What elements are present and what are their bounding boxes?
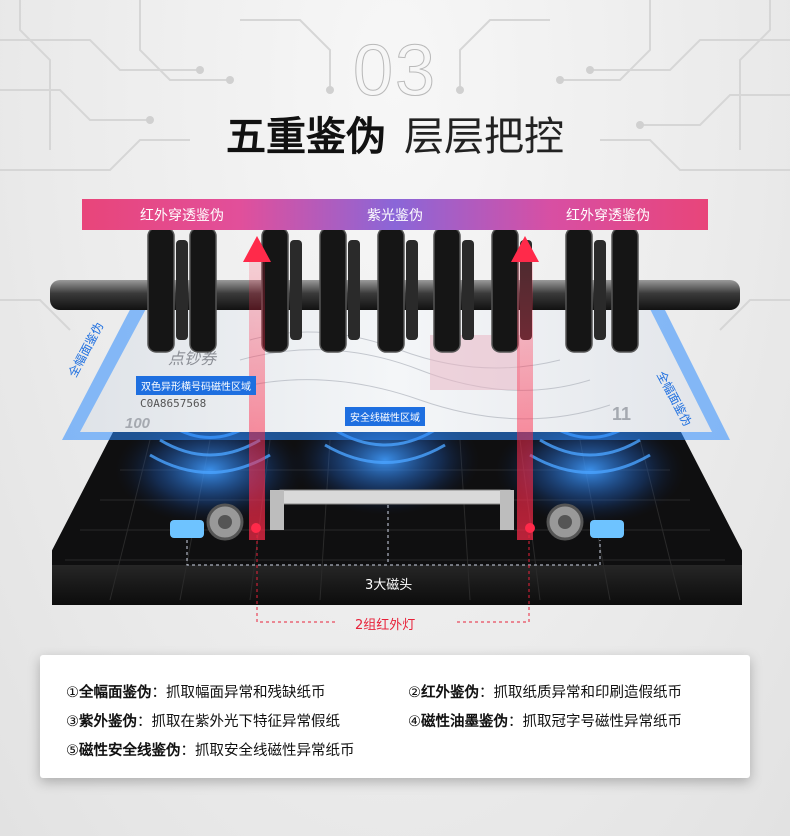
feature-desc: ：抓取冠字号磁性异常纸币: [508, 714, 682, 730]
infrared-beam-left: [249, 250, 265, 540]
label-uv: 紫光鉴伪: [367, 207, 423, 224]
banknote: [80, 305, 712, 432]
page-title: 五重鉴伪层层把控: [0, 104, 790, 162]
infrared-beam-right: [517, 250, 533, 540]
feature-item: ③紫外鉴伪：抓取在紫外光下特征异常假纸: [66, 710, 340, 731]
feature-marker: ⑤: [66, 743, 79, 759]
label-infrared-right: 红外穿透鉴伪: [566, 207, 650, 224]
title-bold: 五重鉴伪: [226, 114, 386, 160]
label-infrared-left: 红外穿透鉴伪: [140, 207, 224, 224]
feature-desc: ：抓取在紫外光下特征异常假纸: [137, 714, 340, 730]
feature-list-card: ①全幅面鉴伪：抓取幅面异常和残缺纸币 ②红外鉴伪：抓取纸质异常和印刷造假纸币 ③…: [40, 655, 750, 778]
section-number: 03: [352, 31, 438, 112]
magnetic-serial-zone-label: 双色异形横号码磁性区域: [136, 376, 256, 395]
feature-item: ①全幅面鉴伪：抓取幅面异常和残缺纸币: [66, 681, 326, 702]
banknote-denomination: 100: [125, 415, 151, 432]
feature-item: ④磁性油墨鉴伪：抓取冠字号磁性异常纸币: [408, 710, 682, 731]
magnetic-heads-callout: 3大磁头: [365, 578, 413, 593]
feature-name: 全幅面鉴伪: [79, 685, 152, 701]
feature-marker: ③: [66, 714, 79, 730]
right-sensor: [525, 503, 624, 541]
left-sensor: [170, 503, 261, 541]
banknote-brand: 点钞券: [168, 349, 218, 368]
device-base-front: [52, 565, 742, 605]
feature-item: ②红外鉴伪：抓取纸质异常和印刷造假纸币: [408, 681, 682, 702]
feature-name: 磁性油墨鉴伪: [421, 714, 508, 730]
feature-desc: ：抓取安全线磁性异常纸币: [180, 743, 355, 759]
feature-marker: ②: [408, 685, 421, 701]
banknote-serial: C0A8657568: [140, 397, 206, 410]
feature-name: 紫外鉴伪: [79, 714, 137, 730]
security-thread-zone-label: 安全线磁性区域: [345, 407, 425, 426]
feature-marker: ④: [408, 714, 421, 730]
infrared-arrow-left: [243, 236, 271, 262]
feature-item: ⑤磁性安全线鉴伪：抓取安全线磁性异常纸币: [66, 739, 355, 760]
title-light: 层层把控: [404, 114, 564, 160]
feature-marker: ①: [66, 685, 79, 701]
banknote-corner-mark: 11: [612, 404, 631, 424]
detection-illustration: 点钞券 C0A8657568 100 11: [50, 227, 740, 623]
feature-name: 磁性安全线鉴伪: [79, 743, 181, 759]
feature-desc: ：抓取幅面异常和残缺纸币: [151, 685, 326, 701]
circuit-background: [0, 0, 790, 331]
feature-name: 红外鉴伪: [421, 685, 479, 701]
detection-label-bar: 红外穿透鉴伪 紫光鉴伪 红外穿透鉴伪: [82, 199, 708, 230]
center-magnetic-head: [270, 489, 514, 530]
infrared-lights-callout: 2组红外灯: [355, 618, 416, 633]
infrared-arrow-right: [511, 236, 539, 262]
feature-desc: ：抓取纸质异常和印刷造假纸币: [479, 685, 682, 701]
